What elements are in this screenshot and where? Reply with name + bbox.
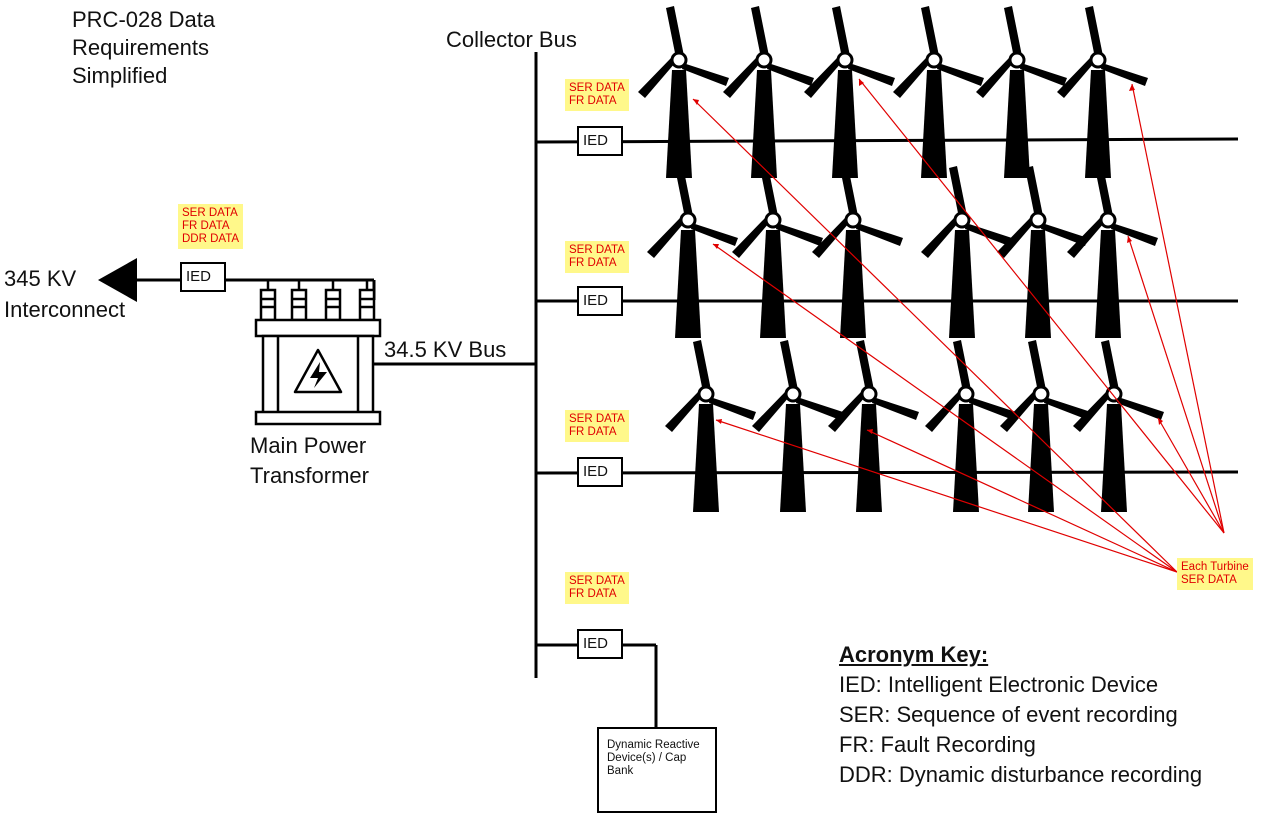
transformer-icon (254, 280, 382, 426)
transformer-label-line2: Transformer (250, 463, 369, 488)
wind-turbine-icon (802, 4, 897, 180)
wind-turbine-icon (891, 4, 986, 180)
title-line: PRC-028 Data (72, 7, 216, 32)
feeder-data-note: SER DATA FR DATA (565, 572, 629, 604)
turbine-data-note: Each Turbine SER DATA (1177, 558, 1253, 590)
transformer-label-line1: Main Power (250, 433, 367, 458)
ied-box-feeder-3: IED (577, 457, 623, 487)
wind-turbine-icon (1065, 164, 1160, 340)
kv-bus-label: 34.5 KV Bus (384, 337, 507, 362)
note-line: SER DATA (1181, 574, 1237, 586)
wind-turbine-icon (663, 338, 758, 514)
wind-turbine-icon (974, 4, 1069, 180)
ied-box-feeder-1: IED (577, 126, 623, 156)
interconnect-label: Interconnect (4, 297, 126, 322)
acronym-key-item: IED: Intelligent Electronic Device (839, 672, 1159, 697)
ied-box-transformer: IED (180, 262, 226, 292)
feeder-data-note: SER DATA FR DATA (565, 241, 629, 273)
feeder-data-note: SER DATA FR DATA (565, 410, 629, 442)
ied-box-feeder-2: IED (577, 286, 623, 316)
wind-turbine-icon (826, 338, 921, 514)
feeder-data-note: SER DATA FR DATA (565, 79, 629, 111)
note-line: Each Turbine (1181, 561, 1249, 573)
wind-turbine-icon (1071, 338, 1166, 514)
acronym-key-item: SER: Sequence of event recording (839, 702, 1178, 727)
note-line: FR DATA (569, 95, 617, 107)
wind-turbine-icon (636, 4, 731, 180)
dynamic-reactive-device-box: Dynamic Reactive Device(s) / Cap Bank (597, 727, 717, 813)
wind-turbine-icon (1055, 4, 1150, 180)
note-line: SER DATA (569, 575, 625, 587)
title-line: Requirements (72, 35, 209, 60)
note-line: SER DATA (182, 207, 238, 219)
note-line: FR DATA (569, 257, 617, 269)
acronym-key-item: DDR: Dynamic disturbance recording (839, 762, 1203, 787)
acronym-key-item: FR: Fault Recording (839, 732, 1036, 757)
note-line: FR DATA (569, 588, 617, 600)
note-line: DDR DATA (182, 233, 240, 245)
wind-turbine-icon (721, 4, 816, 180)
wind-turbine-icon (810, 164, 905, 340)
ied-box-dynamic: IED (577, 629, 623, 659)
acronym-key-heading: Acronym Key: (839, 642, 989, 667)
title-line: Simplified (72, 63, 168, 88)
diagram-title: PRC-028 Data Requirements Simplified (72, 6, 215, 90)
note-line: FR DATA (569, 426, 617, 438)
note-line: FR DATA (182, 220, 230, 232)
note-line: SER DATA (569, 413, 625, 425)
note-line: SER DATA (569, 244, 625, 256)
acronym-key: Acronym Key: IED: Intelligent Electronic… (839, 640, 1202, 790)
transformer-data-note: SER DATA FR DATA DDR DATA (178, 204, 244, 249)
collector-bus-label: Collector Bus (446, 27, 577, 52)
arrow-left-icon (98, 258, 137, 302)
note-line: SER DATA (569, 82, 625, 94)
interconnect-kv-label: 345 KV (4, 266, 77, 291)
